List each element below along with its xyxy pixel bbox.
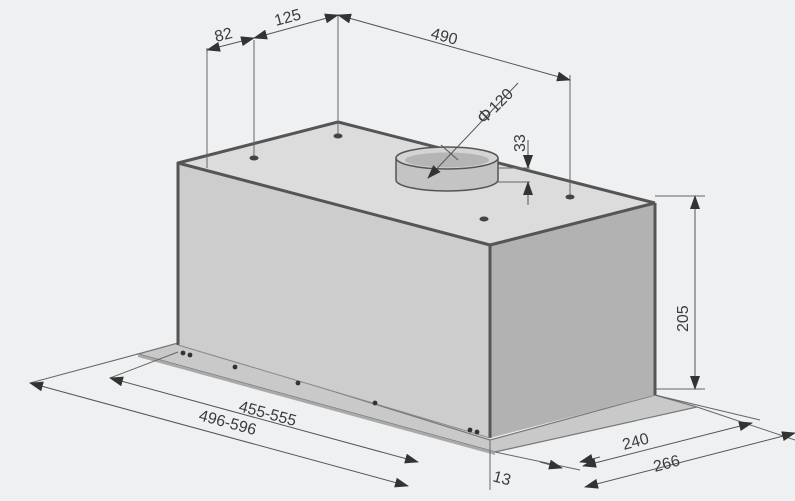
dim-body-height: 205 [675, 305, 692, 332]
duct-collar [395, 146, 499, 192]
dim-hole-spacing-right: 490 [429, 25, 459, 48]
dimension-lines [29, 13, 795, 489]
dim-front-overhang: 13 [491, 468, 513, 489]
dim-hole-spacing-left: 82 [213, 25, 234, 46]
side-face [490, 203, 655, 438]
dim-hole-spacing-mid: 125 [273, 7, 303, 30]
dim-duct-height: 33 [512, 134, 529, 152]
dim-inner-depth: 240 [621, 431, 651, 454]
dim-outer-depth: 266 [652, 453, 682, 476]
front-face [178, 163, 490, 438]
mounting-holes [249, 133, 575, 222]
